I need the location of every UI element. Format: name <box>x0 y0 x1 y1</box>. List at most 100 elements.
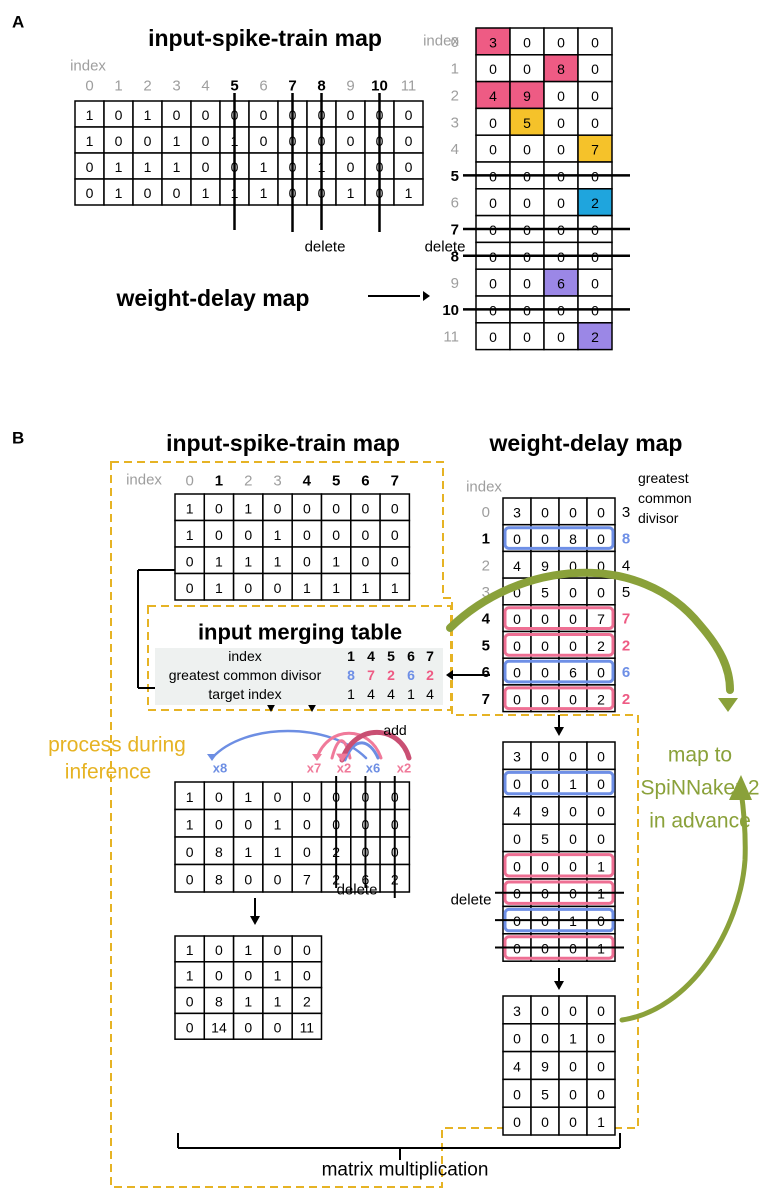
col-index-9: 9 <box>346 78 354 95</box>
cell-value: 0 <box>215 816 223 832</box>
cell-value: 1 <box>274 994 282 1010</box>
cell-value: 1 <box>215 580 223 596</box>
cell-value: 0 <box>186 871 194 887</box>
cell-value: 1 <box>362 580 370 596</box>
matrix-cell <box>530 1106 560 1136</box>
cell-value: 1 <box>86 133 94 149</box>
cell-value: 0 <box>569 691 577 707</box>
col-index-7: 7 <box>288 78 296 95</box>
merge-table-dashed-frame <box>147 605 452 711</box>
cell-value: 0 <box>513 584 521 600</box>
col-index-8: 8 <box>317 78 325 95</box>
cell-value: 4 <box>513 804 521 820</box>
cell-value: 0 <box>202 133 210 149</box>
cell-value: 1 <box>569 776 577 792</box>
cell-value: 0 <box>186 994 194 1010</box>
matrix-cell <box>577 268 613 297</box>
cell-value: 1 <box>186 789 194 805</box>
cell-value: 1 <box>186 942 194 958</box>
map-label-line2: SpiNNaker 2 <box>640 777 759 800</box>
matrix-cell <box>509 80 545 110</box>
cell-value: 0 <box>489 195 497 211</box>
cell-value: 0 <box>597 1003 605 1019</box>
matrix-cell <box>350 493 381 522</box>
cell-value: 0 <box>597 531 605 547</box>
matrix-cell <box>577 80 613 110</box>
matrix-cell <box>586 1106 616 1136</box>
add-label: add <box>383 722 406 738</box>
row-outline-6 <box>503 659 615 684</box>
scaled-weights-arrow-head <box>554 727 564 736</box>
cell-value: 0 <box>597 584 605 600</box>
merge-target-1: 4 <box>367 686 375 702</box>
cell-value: 0 <box>489 115 497 131</box>
cell-value: 1 <box>260 159 268 175</box>
matrix-cell <box>291 836 323 866</box>
final-weights-arrow-head <box>554 981 564 990</box>
cell-value: 0 <box>597 665 605 681</box>
cell-value: 1 <box>274 968 282 984</box>
merge-table-row-label: target index <box>208 686 281 702</box>
cell-value: 0 <box>569 1003 577 1019</box>
scaled-row-outline-1 <box>503 770 615 796</box>
panel-a-spike-matrix: 1010000000001001010000000111001010000100… <box>74 100 424 206</box>
matrix-cell <box>203 1012 235 1040</box>
matrix-cell <box>577 27 613 56</box>
cell-value: 0 <box>523 276 531 292</box>
connector-arrow-head <box>266 703 276 712</box>
matrix-cell <box>586 741 616 771</box>
cell-value: 7 <box>303 871 311 887</box>
matrix-cell <box>190 126 221 154</box>
cell-value: 1 <box>186 500 194 516</box>
cell-value: 9 <box>541 558 549 574</box>
cell-value: 8 <box>569 531 577 547</box>
cell-value: 0 <box>513 1031 521 1047</box>
row-index-6: 6 <box>451 195 459 212</box>
cell-value: 0 <box>541 1003 549 1019</box>
matrix-cell <box>586 497 616 526</box>
cell-value: 2 <box>303 994 311 1010</box>
cell-value: 5 <box>541 584 549 600</box>
cell-value: 0 <box>541 1031 549 1047</box>
matrix-cell <box>543 322 579 351</box>
cell-value: 1 <box>244 994 252 1010</box>
matrix-cell <box>543 54 579 83</box>
panel-b-merged-matrix: 10100000100100000811020008007262 <box>174 781 411 893</box>
cell-value: 14 <box>211 1019 227 1035</box>
cell-value: 1 <box>274 553 282 569</box>
b-row-index-5: 5 <box>482 637 490 654</box>
olive-arrow-bottom <box>619 787 748 1023</box>
panel-b-ist-title: input-spike-train map <box>166 430 400 456</box>
panel-b-wdm-title: weight-delay map <box>489 430 683 456</box>
gcd-header-2: common <box>638 490 692 506</box>
cell-value: 1 <box>303 580 311 596</box>
cell-value: 0 <box>274 1019 282 1035</box>
matrix-cell <box>475 80 511 110</box>
cell-value: 0 <box>569 1114 577 1130</box>
cell-value: 2 <box>597 638 605 654</box>
cell-value: 0 <box>569 638 577 654</box>
cell-value: 4 <box>513 558 521 574</box>
b-col-index-6: 6 <box>361 473 369 490</box>
col-index-3: 3 <box>172 78 180 95</box>
b-row-index-1: 1 <box>482 531 490 548</box>
matrix-cell <box>530 497 560 526</box>
cell-value: 0 <box>362 500 370 516</box>
panel-a-delete-label-2: delete <box>425 239 466 256</box>
panel-a-delete-label-1: delete <box>305 239 346 256</box>
cell-value: 0 <box>186 1019 194 1035</box>
matrix-cell <box>577 54 613 83</box>
cell-value: 1 <box>215 553 223 569</box>
cell-value: 0 <box>405 107 413 123</box>
row-index-0: 0 <box>451 34 459 51</box>
b-col-index-2: 2 <box>244 473 252 490</box>
cell-value: 0 <box>523 142 531 158</box>
cell-value: 1 <box>244 844 252 860</box>
panel-b-col-index-label: index <box>126 472 162 489</box>
cell-value: 0 <box>591 115 599 131</box>
cell-value: 1 <box>202 185 210 201</box>
b-row-index-2: 2 <box>482 557 490 574</box>
mult-label-4: x2 <box>397 761 411 776</box>
merge-table-background <box>155 648 443 705</box>
matrix-cell <box>558 497 588 526</box>
